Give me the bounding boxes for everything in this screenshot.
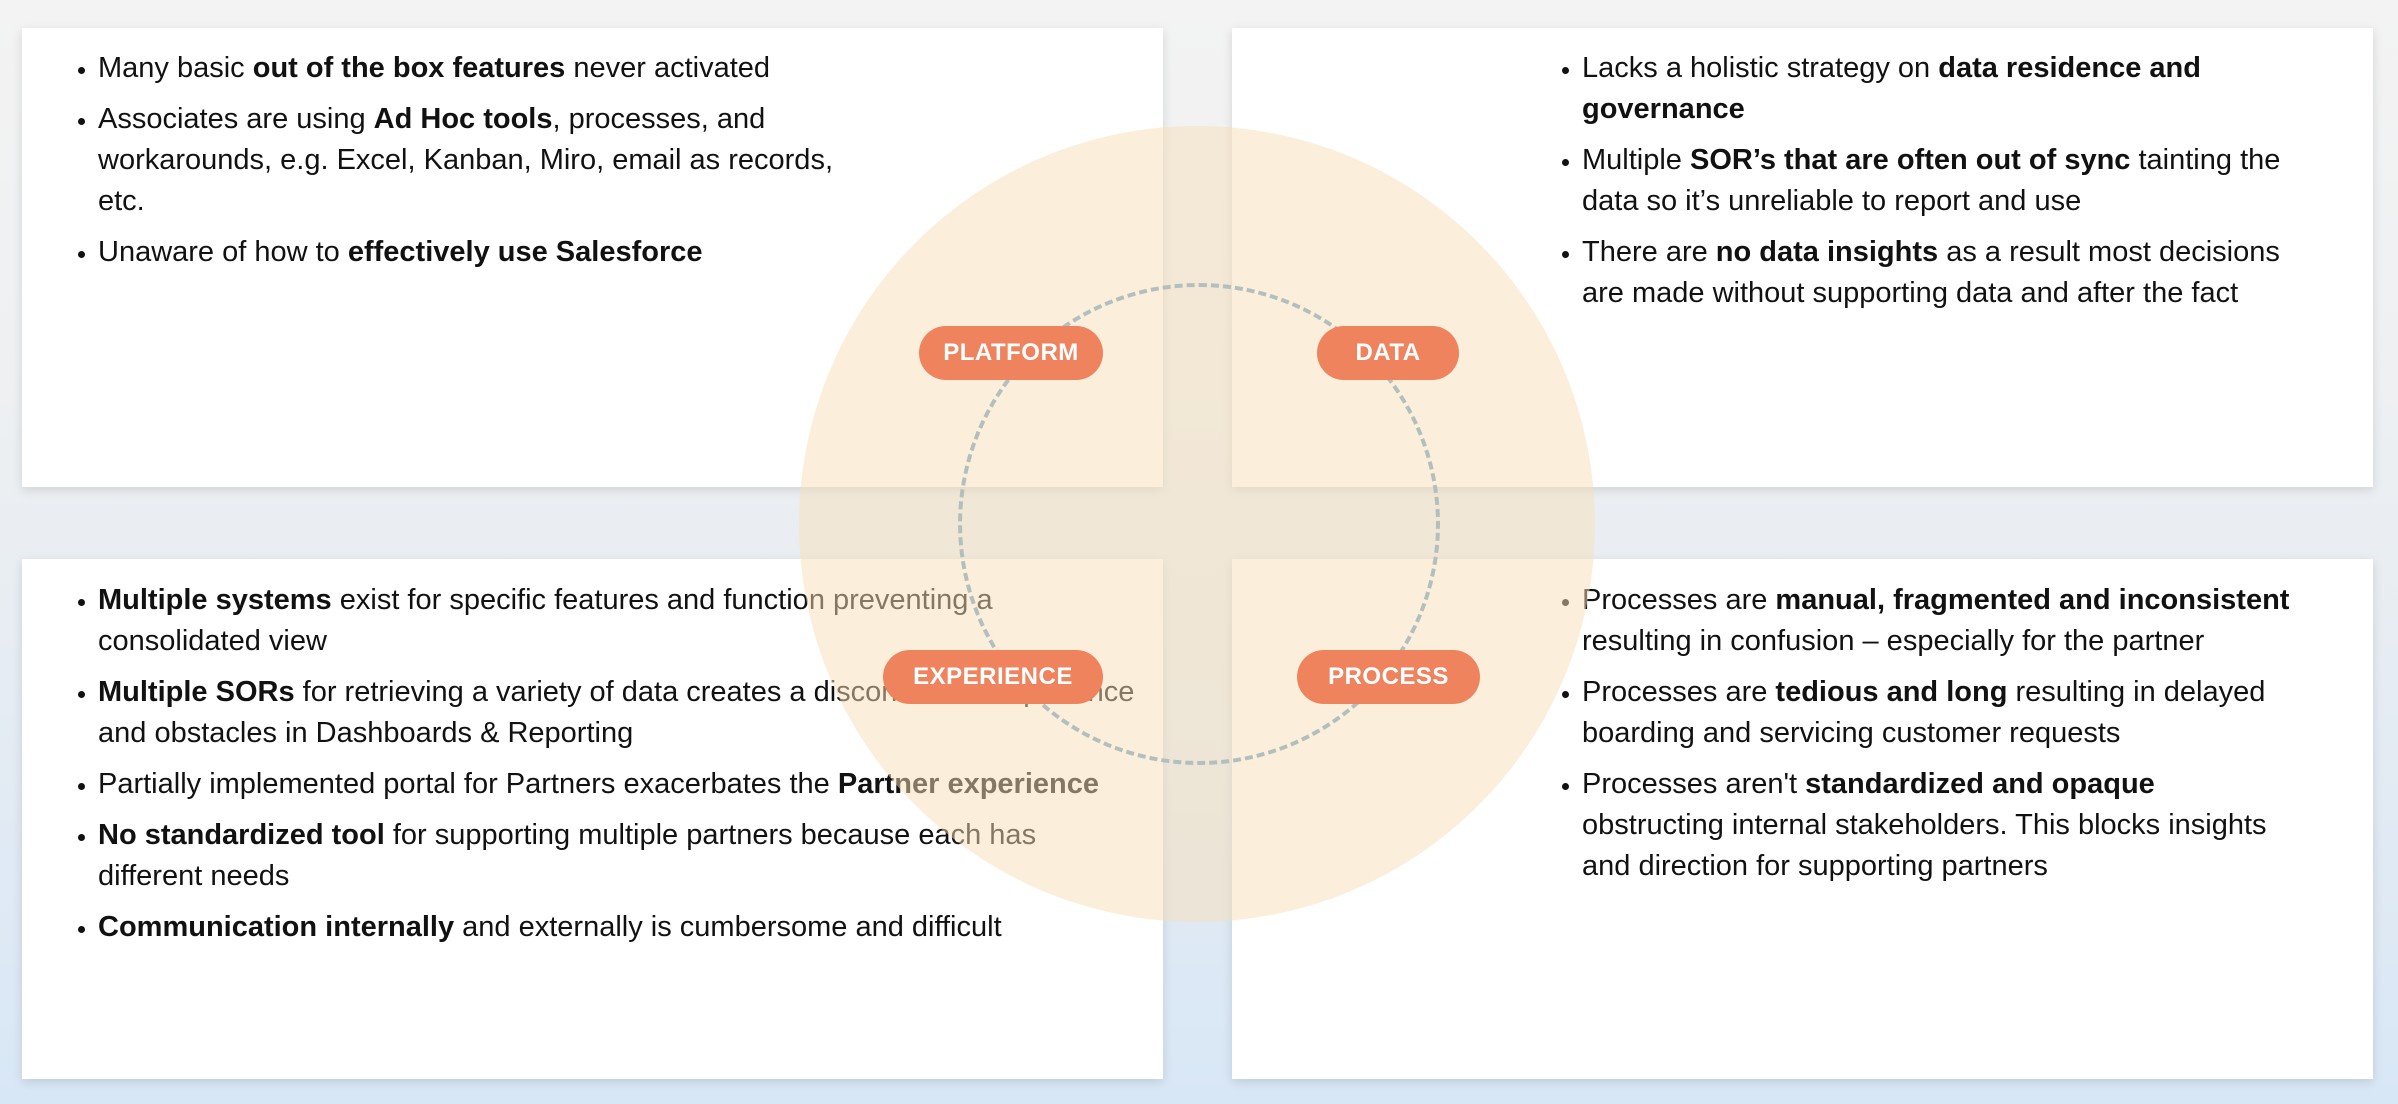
- bullet-text: obstructing internal stakeholders. This …: [1582, 809, 2267, 882]
- bullet-item: Associates are using Ad Hoc tools, proce…: [98, 99, 858, 222]
- bullet-emphasis: SOR’s that are often out of sync: [1690, 144, 2131, 176]
- bullet-text: resulting in delayed boarding and servic…: [1582, 676, 2266, 749]
- bullet-item: Multiple SOR’s that are often out of syn…: [1582, 140, 2302, 222]
- bullet-text: and externally is cumbersome and difficu…: [454, 911, 1002, 943]
- bullet-item: Communication internally and externally …: [98, 907, 1138, 948]
- bullet-text: Processes are: [1582, 584, 1776, 616]
- bullet-text: as a result most decisions are made with…: [1582, 236, 2280, 309]
- platform-label: PLATFORM: [919, 326, 1103, 380]
- bullet-emphasis: no data insights: [1715, 236, 1939, 268]
- bullet-emphasis: out of the box features: [252, 52, 566, 84]
- bullet-text: Associates are using: [98, 103, 374, 135]
- bullet-emphasis: data residence and governance: [1582, 52, 2201, 125]
- bullet-text: Processes are: [1582, 676, 1776, 708]
- data-label: DATA: [1317, 326, 1459, 380]
- bullet-text: resulting in confusion – especially for …: [1582, 625, 2205, 657]
- bullet-text: Partially implemented portal for Partner…: [98, 768, 838, 800]
- bullet-item: Lacks a holistic strategy on data reside…: [1582, 48, 2302, 130]
- bullet-item: Partially implemented portal for Partner…: [98, 764, 1138, 805]
- bullet-text: tainting the data so it’s unreliable to …: [1582, 144, 2281, 217]
- bullet-text: Unaware of how to: [98, 236, 348, 268]
- bullet-emphasis: effectively use Salesforce: [347, 236, 703, 268]
- bullet-emphasis: No standardized tool: [98, 819, 385, 851]
- data-bullet-list: Lacks a holistic strategy on data reside…: [1504, 48, 2302, 324]
- bullet-text: , processes, and workarounds, e.g. Excel…: [98, 103, 833, 217]
- bullet-emphasis: Multiple SORs: [98, 676, 295, 708]
- bullet-item: Many basic out of the box features never…: [98, 48, 858, 89]
- experience-bullet-list: Multiple systems exist for specific feat…: [22, 580, 1138, 958]
- bullet-emphasis: Communication internally: [98, 911, 455, 943]
- bullet-item: No standardized tool for supporting mult…: [98, 815, 1138, 897]
- bullet-emphasis: standardized and opaque: [1805, 768, 2155, 800]
- bullet-item: Processes are tedious and long resulting…: [1582, 672, 2302, 754]
- process-label: PROCESS: [1297, 650, 1480, 704]
- bullet-emphasis: Ad Hoc tools: [373, 103, 553, 135]
- bullet-text: never activated: [565, 52, 771, 84]
- bullet-text: Multiple: [1582, 144, 1690, 176]
- bullet-item: There are no data insights as a result m…: [1582, 232, 2302, 314]
- bullet-text: Lacks a holistic strategy on: [1582, 52, 1939, 84]
- bullet-text: Processes aren't: [1582, 768, 1806, 800]
- bullet-emphasis: tedious and long: [1775, 676, 2008, 708]
- bullet-emphasis: Partner experience: [837, 768, 1100, 800]
- bullet-text: Many basic: [98, 52, 253, 84]
- platform-bullet-list: Many basic out of the box features never…: [22, 48, 858, 283]
- bullet-emphasis: Multiple systems: [98, 584, 332, 616]
- process-bullet-list: Processes are manual, fragmented and inc…: [1504, 580, 2302, 897]
- bullet-item: Processes aren't standardized and opaque…: [1582, 764, 2302, 887]
- bullet-item: Unaware of how to effectively use Salesf…: [98, 232, 858, 273]
- bullet-text: There are: [1582, 236, 1716, 268]
- experience-label: EXPERIENCE: [883, 650, 1103, 704]
- bullet-emphasis: manual, fragmented and inconsistent: [1775, 584, 2290, 616]
- bullet-item: Processes are manual, fragmented and inc…: [1582, 580, 2302, 662]
